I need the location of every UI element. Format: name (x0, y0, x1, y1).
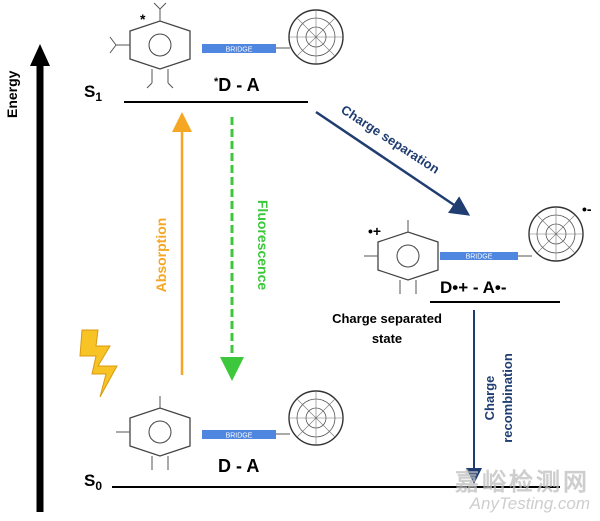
s1-label: S1 (84, 82, 102, 104)
fluorescence-label: Fluorescence (255, 200, 271, 290)
porphyrin-icon (364, 220, 439, 294)
cs-state-caption: Charge separated state (332, 311, 442, 346)
acceptor-charge: •- (582, 201, 592, 217)
absorption-arrow: Absorption (153, 112, 192, 375)
separated-molecule: •+ BRIDGE •- D•+ - A•- (364, 201, 592, 297)
porphyrin-icon (116, 396, 191, 470)
bridge (202, 44, 276, 53)
fullerene-icon (288, 390, 344, 446)
ground-label: D - A (218, 456, 259, 476)
charge-recombination-arrow: Charge recombination (466, 310, 515, 484)
recombination-label-1: Charge (482, 376, 497, 421)
separated-label: D•+ - A•- (440, 278, 507, 297)
ground-molecule: BRIDGE D - A (116, 390, 344, 476)
bridge-label: BRIDGE (466, 254, 493, 261)
porphyrin-icon (109, 2, 191, 89)
excited-label: *D - A (214, 75, 260, 95)
fullerene-icon (288, 9, 344, 65)
s1-level: S1 (84, 82, 308, 104)
energy-axis: Energy (4, 44, 50, 512)
bridge (440, 252, 518, 260)
energy-axis-label: Energy (4, 70, 20, 118)
bridge-label: BRIDGE (226, 433, 253, 440)
excited-star: * (140, 11, 146, 27)
fullerene-icon (528, 206, 584, 262)
excited-molecule: * BRIDGE *D - A (109, 2, 344, 95)
s0-label: S0 (84, 471, 102, 493)
donor-charge: •+ (368, 223, 381, 239)
bridge (202, 430, 276, 439)
cs-caption-line1: Charge separated (332, 311, 442, 326)
charge-separation-arrow: Charge separation (315, 102, 471, 216)
fluorescence-arrow: Fluorescence (220, 117, 271, 381)
absorption-label: Absorption (153, 218, 169, 293)
cs-caption-line2: state (372, 331, 402, 346)
lightning-icon (79, 329, 118, 398)
recombination-label-2: recombination (500, 353, 515, 443)
bridge-label: BRIDGE (226, 47, 253, 54)
s0-level: S0 (84, 471, 560, 493)
charge-separation-label: Charge separation (338, 102, 442, 177)
